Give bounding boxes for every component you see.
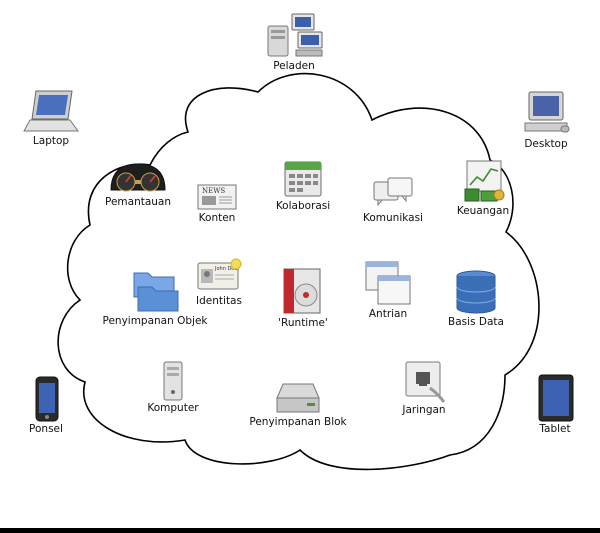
penyimpanan-objek-label: Penyimpanan Objek — [102, 315, 208, 327]
konten-label: Konten — [198, 212, 236, 224]
phone-icon — [35, 376, 59, 422]
newspaper-icon: NEWS — [197, 184, 237, 210]
server-icon — [267, 13, 323, 57]
id-card-icon: John Doe — [197, 258, 242, 290]
laptop-label: Laptop — [32, 135, 70, 147]
desktop-node: Desktop — [515, 90, 577, 150]
runtime-node: 'Runtime' — [268, 265, 338, 329]
komputer-node: Komputer — [138, 360, 208, 414]
ponsel-node: Ponsel — [15, 375, 77, 435]
runtime-label: 'Runtime' — [278, 317, 328, 329]
network-port-icon — [405, 361, 446, 403]
penyimpanan-blok-node: Penyimpanan Blok — [248, 378, 348, 428]
database-icon — [456, 270, 496, 314]
komunikasi-label: Komunikasi — [363, 212, 423, 224]
antrian-node: Antrian — [356, 258, 420, 320]
tablet-icon — [538, 374, 574, 422]
komputer-label: Komputer — [147, 402, 199, 414]
jaringan-node: Jaringan — [392, 360, 456, 416]
peladen-label: Peladen — [273, 60, 315, 72]
pemantauan-node: Pemantauan — [98, 160, 178, 208]
tablet-node: Tablet — [524, 373, 586, 435]
kolaborasi-node: Kolaborasi — [268, 158, 338, 212]
desktop-label: Desktop — [524, 138, 568, 150]
computer-tower-icon — [163, 361, 183, 401]
peladen-node: Peladen — [259, 12, 329, 72]
calendar-icon — [284, 161, 322, 197]
svg-text:NEWS: NEWS — [202, 187, 225, 195]
identitas-label: Identitas — [196, 295, 242, 307]
desktop-icon — [524, 91, 570, 133]
finance-chart-icon — [464, 160, 505, 202]
svg-text:John Doe: John Doe — [214, 266, 237, 272]
laptop-icon — [23, 90, 79, 132]
basis-data-node: Basis Data — [438, 268, 514, 328]
chat-bubbles-icon — [373, 177, 413, 207]
folder-icon — [133, 272, 179, 312]
bottom-bar — [0, 528, 600, 533]
penyimpanan-objek-node: Penyimpanan Objek — [100, 265, 210, 327]
tablet-label: Tablet — [539, 423, 571, 435]
pemantauan-label: Pemantauan — [104, 196, 172, 208]
queue-windows-icon — [365, 261, 411, 305]
antrian-label: Antrian — [368, 308, 408, 320]
komunikasi-node: Komunikasi — [358, 176, 428, 224]
keuangan-node: Keuangan — [448, 157, 518, 217]
hard-drive-icon — [276, 383, 320, 413]
laptop-node: Laptop — [20, 87, 82, 147]
identitas-node: John Doe Identitas — [186, 257, 252, 307]
runtime-box-icon — [283, 268, 321, 314]
penyimpanan-blok-label: Penyimpanan Blok — [249, 416, 347, 428]
keuangan-label: Keuangan — [456, 205, 510, 217]
konten-node: NEWS Konten — [185, 182, 249, 224]
kolaborasi-label: Kolaborasi — [275, 200, 331, 212]
jaringan-label: Jaringan — [402, 404, 446, 416]
ponsel-label: Ponsel — [29, 423, 63, 435]
basis-data-label: Basis Data — [448, 316, 504, 328]
gauge-icon — [110, 163, 166, 192]
